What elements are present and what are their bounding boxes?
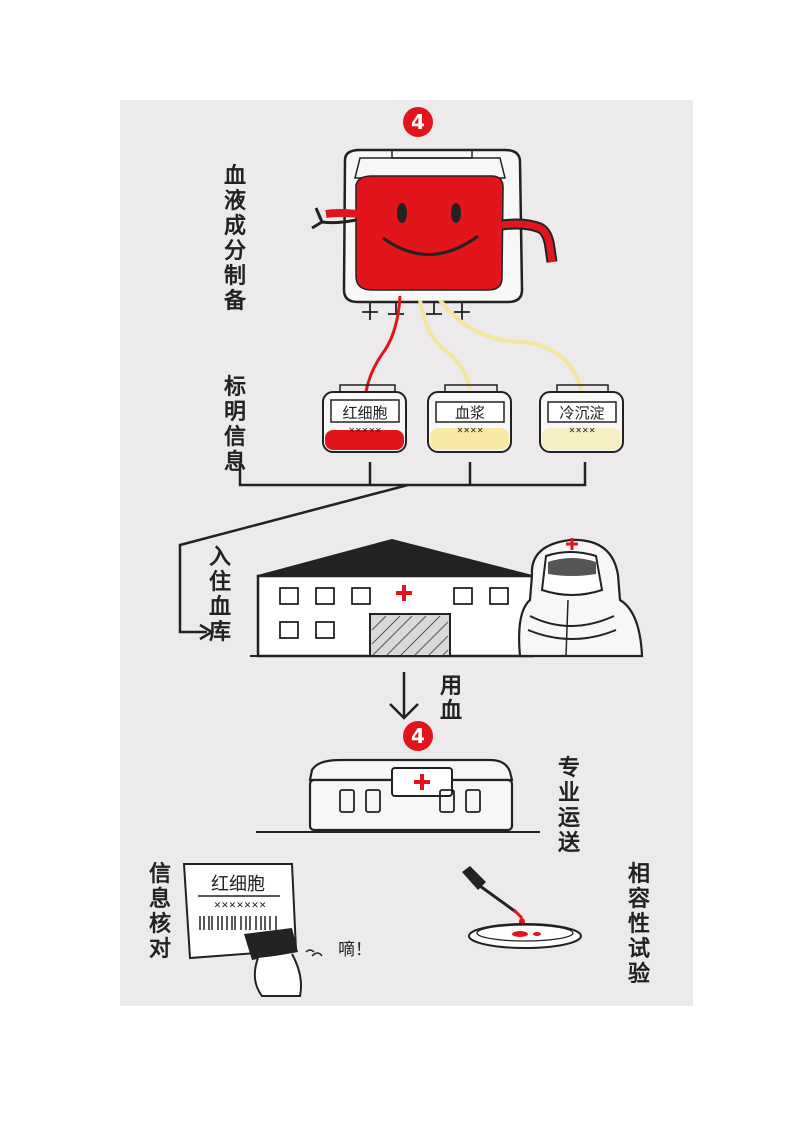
label-compat-test: 相容性试验 xyxy=(627,862,650,987)
compatibility-test xyxy=(462,866,582,949)
tube-plasma xyxy=(418,299,472,391)
bag-plasma-label: 血浆 xyxy=(455,404,485,422)
down-arrow xyxy=(389,672,419,720)
bag-red-cells-label: 红细胞 xyxy=(342,404,387,422)
main-blood-bag xyxy=(311,148,558,320)
bag-right-eye xyxy=(451,203,461,223)
bag-smile xyxy=(382,234,479,256)
svg-text:✕✕✕✕: ✕✕✕✕ xyxy=(569,426,596,435)
bag-cryo: 冷沉淀 ✕✕✕✕ xyxy=(539,384,624,453)
tube-cryo xyxy=(438,298,584,393)
svg-text:✕✕✕✕: ✕✕✕✕ xyxy=(457,426,484,435)
label-component-prep: 血液成分制备 xyxy=(223,164,246,314)
bag-red-cells: 红细胞 ✕✕✕✕✕ xyxy=(322,384,407,453)
bag-plasma: 血浆 ✕✕✕✕ xyxy=(427,384,512,453)
step-badge-middle-number: 4 xyxy=(411,724,425,748)
bag-cryo-label: 冷沉淀 xyxy=(559,404,604,422)
label-info-check: 信息核对 xyxy=(148,862,171,962)
label-info-marking: 标明信息 xyxy=(223,375,246,475)
label-use-blood: 用血 xyxy=(439,674,462,724)
barcode-scanner xyxy=(244,928,323,997)
scan-beep-text: 嘀！ xyxy=(338,940,372,960)
step-badge-top: 4 xyxy=(403,107,433,137)
step-badge-top-number: 4 xyxy=(411,110,425,134)
svg-text:✕✕✕✕✕✕✕: ✕✕✕✕✕✕✕ xyxy=(214,901,267,911)
flow-bracket xyxy=(178,462,587,634)
step-badge-middle: 4 xyxy=(403,721,433,751)
label-storage: 入住血库 xyxy=(208,545,231,645)
transport-cooler xyxy=(256,758,540,833)
svg-text:✕✕✕✕✕: ✕✕✕✕✕ xyxy=(348,426,382,435)
medical-worker xyxy=(518,538,644,658)
label-transport: 专业运送 xyxy=(557,756,580,856)
blood-bank-building xyxy=(256,538,534,658)
bag-left-eye xyxy=(397,203,407,223)
info-sheet-title: 红细胞 xyxy=(211,874,265,895)
tube-red xyxy=(364,295,402,393)
